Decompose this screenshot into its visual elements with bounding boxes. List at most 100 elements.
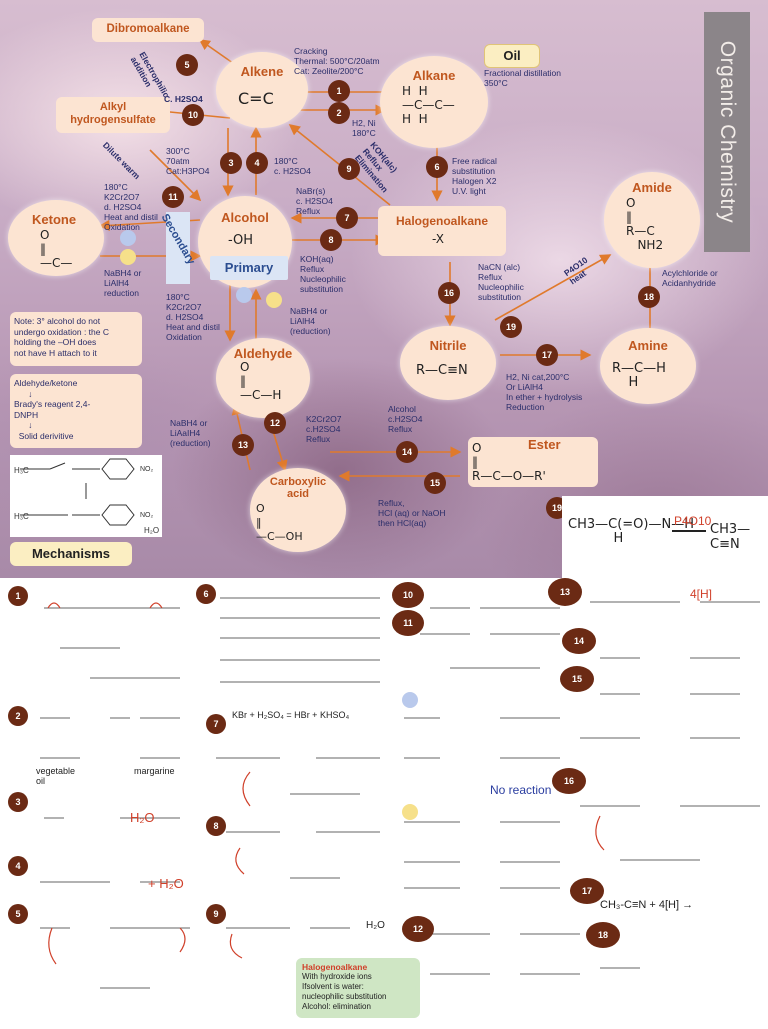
carboxylic-acid-node: Carboxylic acid O ‖ —C—OH [250, 468, 346, 552]
fractional-conditions: Fractional distillation 350°C [484, 68, 562, 88]
aldehyde-node: Aldehyde O ‖ —C—H [216, 338, 310, 418]
reaction-number: 7 [336, 207, 358, 229]
ketone-node: Ketone O ‖ —C— [8, 200, 104, 276]
dot-yellow [120, 249, 136, 265]
reaction-number: 18 [638, 286, 660, 308]
reaction-number: 11 [162, 186, 184, 208]
halogenoalkane-label: Halogenoalkane [395, 214, 489, 228]
svg-text:4[H]: 4[H] [690, 587, 712, 601]
alkene-label: Alkene [240, 64, 284, 79]
ketone-label: Ketone [32, 212, 77, 227]
dot-blue [402, 692, 418, 708]
brady-note: Aldehyde/ketone ↓ Brady's reagent 2,4- D… [10, 374, 142, 448]
svg-text:oil: oil [36, 776, 45, 786]
acyl-conditions: Acylchloride or Acidanhydride [662, 268, 718, 288]
alkane-label: Alkane [412, 68, 456, 83]
reaction-19-reactant: CH3—C(=O)—N—H H [568, 517, 694, 546]
mechanism-number: 9 [206, 904, 226, 924]
reaction-number: 17 [536, 344, 558, 366]
svg-text:NO₂: NO₂ [140, 466, 154, 473]
oxidation-ketone-conditions: 180°C K2Cr2O7 d. H2SO4 Heat and distil O… [104, 182, 158, 232]
mechanism-number: 15 [560, 666, 594, 692]
koh-aq-conditions: KOH(aq) Reflux Nucleophilic substitution [300, 254, 346, 294]
mechanism-number: 5 [8, 904, 28, 924]
hydrolysis-conditions: Reflux, HCl (aq) or NaOH then HCl(aq) [378, 498, 446, 528]
primary-label: Primary [224, 260, 274, 275]
reaction-19-reagent: P4O10 [674, 514, 712, 528]
free-radical-conditions: Free radical substitution Halogen X2 U.V… [452, 156, 497, 196]
mechanisms-label: Mechanisms [31, 546, 111, 561]
aldehyde-formula: O ‖ —C—H [240, 360, 282, 402]
reaction-number: 13 [232, 434, 254, 456]
page-title: Organic Chemistry [716, 40, 739, 224]
reaction-number: 6 [426, 156, 448, 178]
dibromoalkane-node: Dibromoalkane [92, 18, 204, 42]
reaction-number: 19 [500, 316, 522, 338]
halogenoalkane-note-title: Halogenoalkane [302, 962, 368, 972]
amine-reduction-conditions: H2, Ni cat,200°C Or LiAlH4 In ether + hy… [506, 372, 583, 412]
reaction-number: 14 [396, 441, 418, 463]
dnph-structure: NO₂ NO₂ H₃C H₃C H₂O [10, 455, 162, 537]
nabh4-acid-conditions: NaBH4 or LiAaIH4 (reduction) [170, 418, 211, 448]
mechanism-number: 1 [8, 586, 28, 606]
secondary-tag: Secondary [159, 212, 197, 284]
aldehyde-oxidation-conditions: K2Cr2O7 c.H2SO4 Reflux [306, 414, 342, 444]
reaction-number: 16 [438, 282, 460, 304]
mechanism-number: 8 [206, 816, 226, 836]
halogenoalkane-node: Halogenoalkane -X [378, 206, 506, 256]
alkyl-label: Alkyl hydrogensulfate [70, 101, 156, 126]
amide-formula: O ‖ R—C NH2 [626, 196, 664, 252]
alcohol-label: Alcohol [221, 210, 269, 225]
reaction-number: 10 [182, 104, 204, 126]
mechanisms-header: Mechanisms [10, 542, 132, 566]
amine-formula: R—C—H H [612, 361, 666, 390]
nitrile-node: Nitrile R—C≡N [400, 326, 496, 400]
reaction-number: 12 [264, 412, 286, 434]
mechanism-number: 14 [562, 628, 596, 654]
svg-text:KBr + H₂SO₄ = HBr + KHSO₄: KBr + H₂SO₄ = HBr + KHSO₄ [232, 710, 349, 720]
mechanism-number: 18 [586, 922, 620, 948]
primary-tag: Primary [210, 256, 288, 280]
nitrile-formula: R—C≡N [416, 363, 468, 378]
dehydration-conditions: 180°C c. H2SO4 [274, 156, 311, 176]
halogenoalkane-formula: -X [432, 232, 444, 246]
reaction-number: 1 [328, 80, 350, 102]
mechanism-number: 17 [570, 878, 604, 904]
mechanism-number: 16 [552, 768, 586, 794]
tertiary-note: Note: 3° alcohol do not undergo oxidatio… [10, 312, 142, 366]
amine-node: Amine R—C—H H [600, 328, 696, 404]
mechanism-number: 10 [392, 582, 424, 608]
dot-yellow [402, 804, 418, 820]
svg-text:+ H₂O: + H₂O [148, 876, 184, 891]
svg-text:H₂O: H₂O [130, 810, 155, 825]
mechanism-number: 2 [8, 706, 28, 726]
alkane-formula: H H —C—C— H H [402, 84, 455, 126]
alkene-node: Alkene C=C [216, 52, 308, 128]
svg-text:H₂O: H₂O [366, 920, 385, 931]
amide-label: Amide [632, 180, 672, 195]
reaction-number: 3 [220, 152, 242, 174]
mechanism-sketches: H₂O + H₂O vegetable oil margarine KBr + … [36, 587, 760, 989]
ketone-formula: O ‖ —C— [40, 228, 73, 270]
nabh4-aldehyde-conditions: NaBH4 or LiAlH4 (reduction) [290, 306, 331, 336]
dot-blue [120, 230, 136, 246]
oil-node: Oil [484, 44, 540, 68]
svg-text:H₃C: H₃C [14, 512, 29, 521]
mechanism-number: 13 [548, 578, 582, 606]
oxidation-aldehyde-conditions: 180°C K2Cr2O7 d. H2SO4 Heat and distil O… [166, 292, 220, 342]
ester-node: Ester O ‖ R—C—O—R' [468, 437, 598, 487]
mechanism-number: 6 [196, 584, 216, 604]
dot-blue [236, 287, 252, 303]
halogenoalkane-note-text: With hydroxide ions Ifsolvent is water: … [302, 972, 387, 1011]
reaction-number: 15 [424, 472, 446, 494]
cracking-conditions: Cracking Thermal: 500°C/20atm Cat: Zeoli… [294, 46, 380, 76]
reaction-number: 5 [176, 54, 198, 76]
hydration-conditions: 300°C 70atm Cat:H3PO4 [166, 146, 210, 176]
aldehyde-label: Aldehyde [233, 346, 293, 361]
mechanism-number: 7 [206, 714, 226, 734]
svg-text:H₂O: H₂O [144, 526, 159, 535]
mechanism-number: 12 [402, 916, 434, 942]
dot-yellow [266, 292, 282, 308]
svg-text:margarine: margarine [134, 766, 175, 776]
alcohol-formula: -OH [228, 233, 254, 248]
